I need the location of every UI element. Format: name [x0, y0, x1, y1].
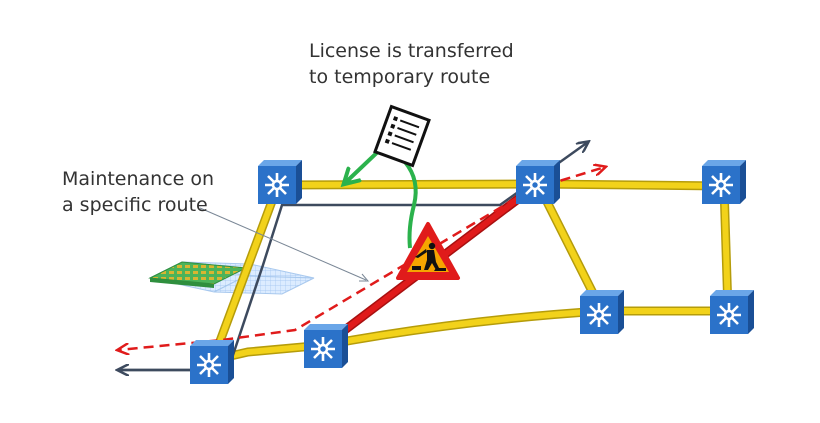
network-nodes	[190, 160, 754, 384]
network-switch-cube-icon	[190, 340, 234, 384]
license-annotation-line-1: License is transferred	[309, 40, 514, 62]
maintenance-annotation: Maintenance on a specific route	[62, 166, 214, 218]
maintenance-annotation-line-2: a specific route	[62, 194, 208, 216]
maintenance-pointer-line	[199, 207, 367, 281]
license-annotation-line-2: to temporary route	[309, 66, 491, 88]
network-switch-cube-icon	[702, 160, 746, 204]
network-switch-cube-icon	[304, 324, 348, 368]
dashed-route-arrow	[529, 167, 605, 192]
network-switch-cube-icon	[710, 290, 754, 334]
network-switch-cube-icon	[516, 160, 560, 204]
license-document-icon	[373, 104, 431, 168]
maintenance-annotation-line-1: Maintenance on	[62, 168, 215, 190]
link-bottom-middle	[322, 308, 605, 348]
link-top-right	[535, 181, 727, 189]
network-links	[208, 179, 733, 365]
license-annotation: License is transferred to temporary rout…	[309, 38, 514, 90]
link-top-left	[275, 181, 541, 188]
network-switch-cube-icon	[580, 290, 624, 334]
link-left	[210, 182, 281, 363]
license-link-to-maintenance	[403, 160, 418, 249]
road-works-warning-icon	[396, 222, 460, 280]
link-middle-diagonal	[535, 181, 605, 314]
network-switch-cube-icon	[258, 160, 302, 204]
circuit-board-icon	[148, 261, 315, 295]
